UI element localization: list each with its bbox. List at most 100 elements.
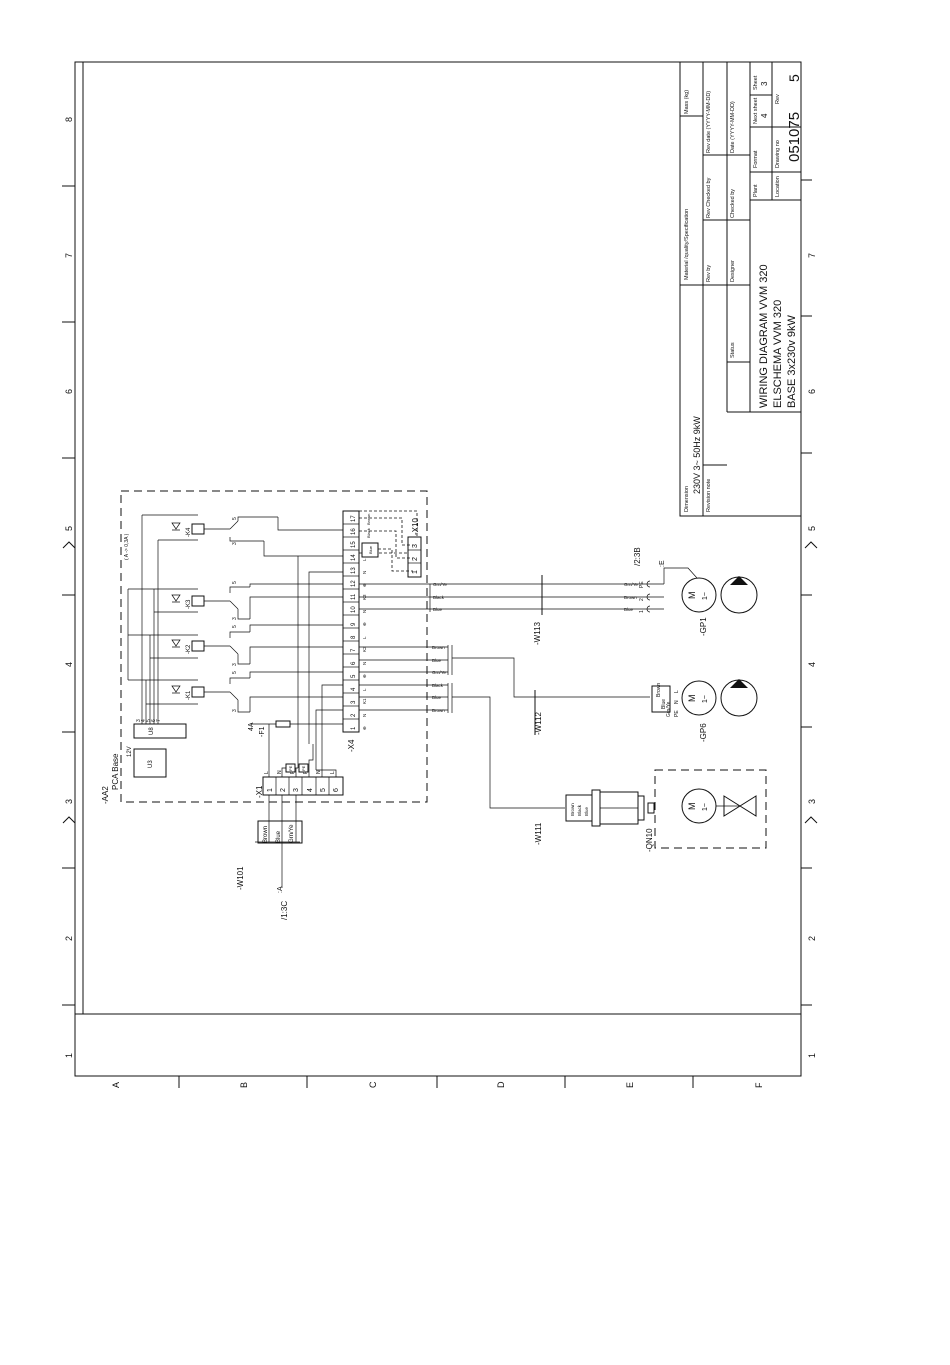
w112-color-2: Blue	[432, 658, 442, 663]
f1-rating: 4A	[248, 722, 255, 731]
gp1-pump: PE 2 1 M 1~ -GP1 :E /2:3B	[633, 547, 758, 636]
grid-number-7-right: 7	[807, 253, 817, 258]
qn10-motor-ac: 1~	[702, 803, 709, 811]
x1-term-6: 6	[333, 788, 340, 792]
next-sheet-value: 4	[760, 113, 769, 118]
x1-inner-pe-1: PE	[288, 765, 293, 771]
w101-color-blue: Blue	[276, 830, 282, 843]
grid-number-2-right: 2	[807, 936, 817, 941]
qn10-wire-brown: Brown	[570, 803, 575, 816]
plant-label: Plant	[753, 184, 759, 197]
gp6-pin-n: N	[674, 700, 680, 704]
k4-label: -K4	[186, 527, 192, 537]
k2-pin-5: 5	[232, 625, 238, 628]
gp1-motor-symbol	[681, 577, 717, 613]
grid-number-3: 3	[64, 799, 74, 804]
x4-terminal-16: 16	[351, 528, 357, 535]
w101-reference: /1:3C	[280, 901, 289, 920]
grid-number-4-right: 4	[807, 662, 817, 667]
gp6-pin-l: L	[674, 690, 680, 693]
grid-number-8: 8	[64, 117, 74, 122]
w101-color-grnye: Grn/Ye	[289, 824, 295, 843]
grid-letter-f: F	[754, 1082, 764, 1088]
gp6-wire-grnye: Grn/Ye	[666, 701, 672, 717]
u8-pin-5: 5	[146, 719, 152, 722]
u3-label: U3	[148, 760, 154, 768]
format-label: Format	[753, 150, 759, 168]
sheet-value: 3	[760, 81, 769, 86]
k3-pin-3: 3	[232, 617, 238, 620]
x1-sig-1: L	[264, 771, 270, 774]
x1-term-4: 4	[307, 788, 314, 792]
w101-label: -W101	[236, 866, 245, 890]
u3-block: U3 12V	[127, 746, 167, 778]
u8-pin-7: 7	[156, 719, 162, 722]
relay-k2: -K2 5 3	[171, 625, 250, 666]
x1-term-2: 2	[280, 788, 287, 792]
u8-block: U8 3 4 5 6 7	[133, 719, 187, 739]
w101-color-brown: Brown	[263, 826, 269, 843]
x4-signal-14: L	[362, 558, 367, 561]
x4-signal-9: ⊕	[362, 622, 367, 626]
relay-k4: -K4 ( A -> 0,3A ) 5 3	[124, 516, 278, 560]
k3-label: -K3	[186, 599, 192, 609]
drawing-no-label: Drawing no	[775, 140, 781, 168]
x4-signal-2: N	[362, 714, 367, 717]
w112-color-1: Brown	[432, 645, 445, 650]
qn10-label: -QN10	[645, 828, 654, 852]
title-line-3: BASE 3x230v 9kW	[786, 314, 798, 408]
rev-label: Rev	[775, 94, 781, 104]
fuse-f1: -F1 4A	[248, 720, 343, 737]
w113-color-blue: Blue	[433, 607, 443, 612]
x4-signal-4: L	[362, 688, 367, 691]
grid-letter-b: B	[239, 1082, 249, 1088]
x4-terminal-1: 1	[351, 726, 357, 730]
gp1-mark: :E	[659, 560, 666, 567]
location-label: Location	[775, 176, 781, 197]
status-label: Status	[730, 342, 736, 358]
rev-by-label: Rev by	[706, 265, 712, 282]
grid-letter-d: D	[496, 1081, 506, 1088]
relay-k1: -K1 5 3	[171, 671, 250, 713]
x4-terminal-17: 17	[351, 515, 357, 522]
x4-signal-13: N	[362, 571, 367, 574]
internal-wiring	[249, 517, 343, 770]
sheet-label: Sheet	[753, 75, 759, 90]
gp1-motor-ac: 1~	[702, 592, 709, 600]
x4-label: -X4	[347, 739, 356, 752]
x4-terminal-11: 11	[351, 593, 357, 600]
aa2-description: PCA Base	[111, 753, 120, 790]
grid-number-1-right: 1	[807, 1053, 817, 1058]
k1-pin-3: 3	[232, 709, 238, 712]
w112-label: -W112	[534, 711, 543, 735]
w112-color-4: Black	[432, 683, 444, 688]
x1-term-3: 3	[293, 788, 300, 792]
grid-letter-e: E	[625, 1082, 635, 1088]
gp6-label: -GP6	[699, 723, 708, 742]
x4-terminal-12: 12	[351, 580, 357, 587]
grid-number-6-right: 6	[807, 389, 817, 394]
grid-number-7: 7	[64, 253, 74, 258]
grid-number-5: 5	[64, 526, 74, 531]
aa2-label: -AA2	[101, 786, 110, 804]
material-label: Material /quality/Specification	[684, 209, 690, 280]
gp1-pin-pe: PE	[639, 581, 645, 588]
x4-terminal-14: 14	[351, 554, 357, 561]
k4-note: ( A -> 0,3A )	[124, 533, 130, 560]
k1-pin-5: 5	[232, 671, 238, 674]
w112-color-6: Brown	[432, 708, 445, 713]
gp1-wire-brown: Brown	[624, 595, 637, 600]
title-line-1: WIRING DIAGRAM VVM 320	[758, 264, 770, 408]
checked-label: Checked by	[730, 189, 736, 218]
x10-connector: 1 2 3 -X10 Brown Black Blue	[358, 510, 422, 578]
gp6-pin-pe: PE	[674, 710, 680, 717]
rev-date-label: Rev date (YYYY-MM-DD)	[706, 91, 712, 153]
relay-control-bus	[127, 514, 198, 724]
x4-terminal-13: 13	[351, 567, 357, 574]
x4-terminal-3: 3	[351, 700, 357, 704]
grid-number-2: 2	[64, 936, 74, 941]
x4-terminal-4: 4	[351, 687, 357, 691]
relay-k3: -K3 5 3	[171, 581, 250, 620]
x4-terminal-8: 8	[351, 635, 357, 639]
